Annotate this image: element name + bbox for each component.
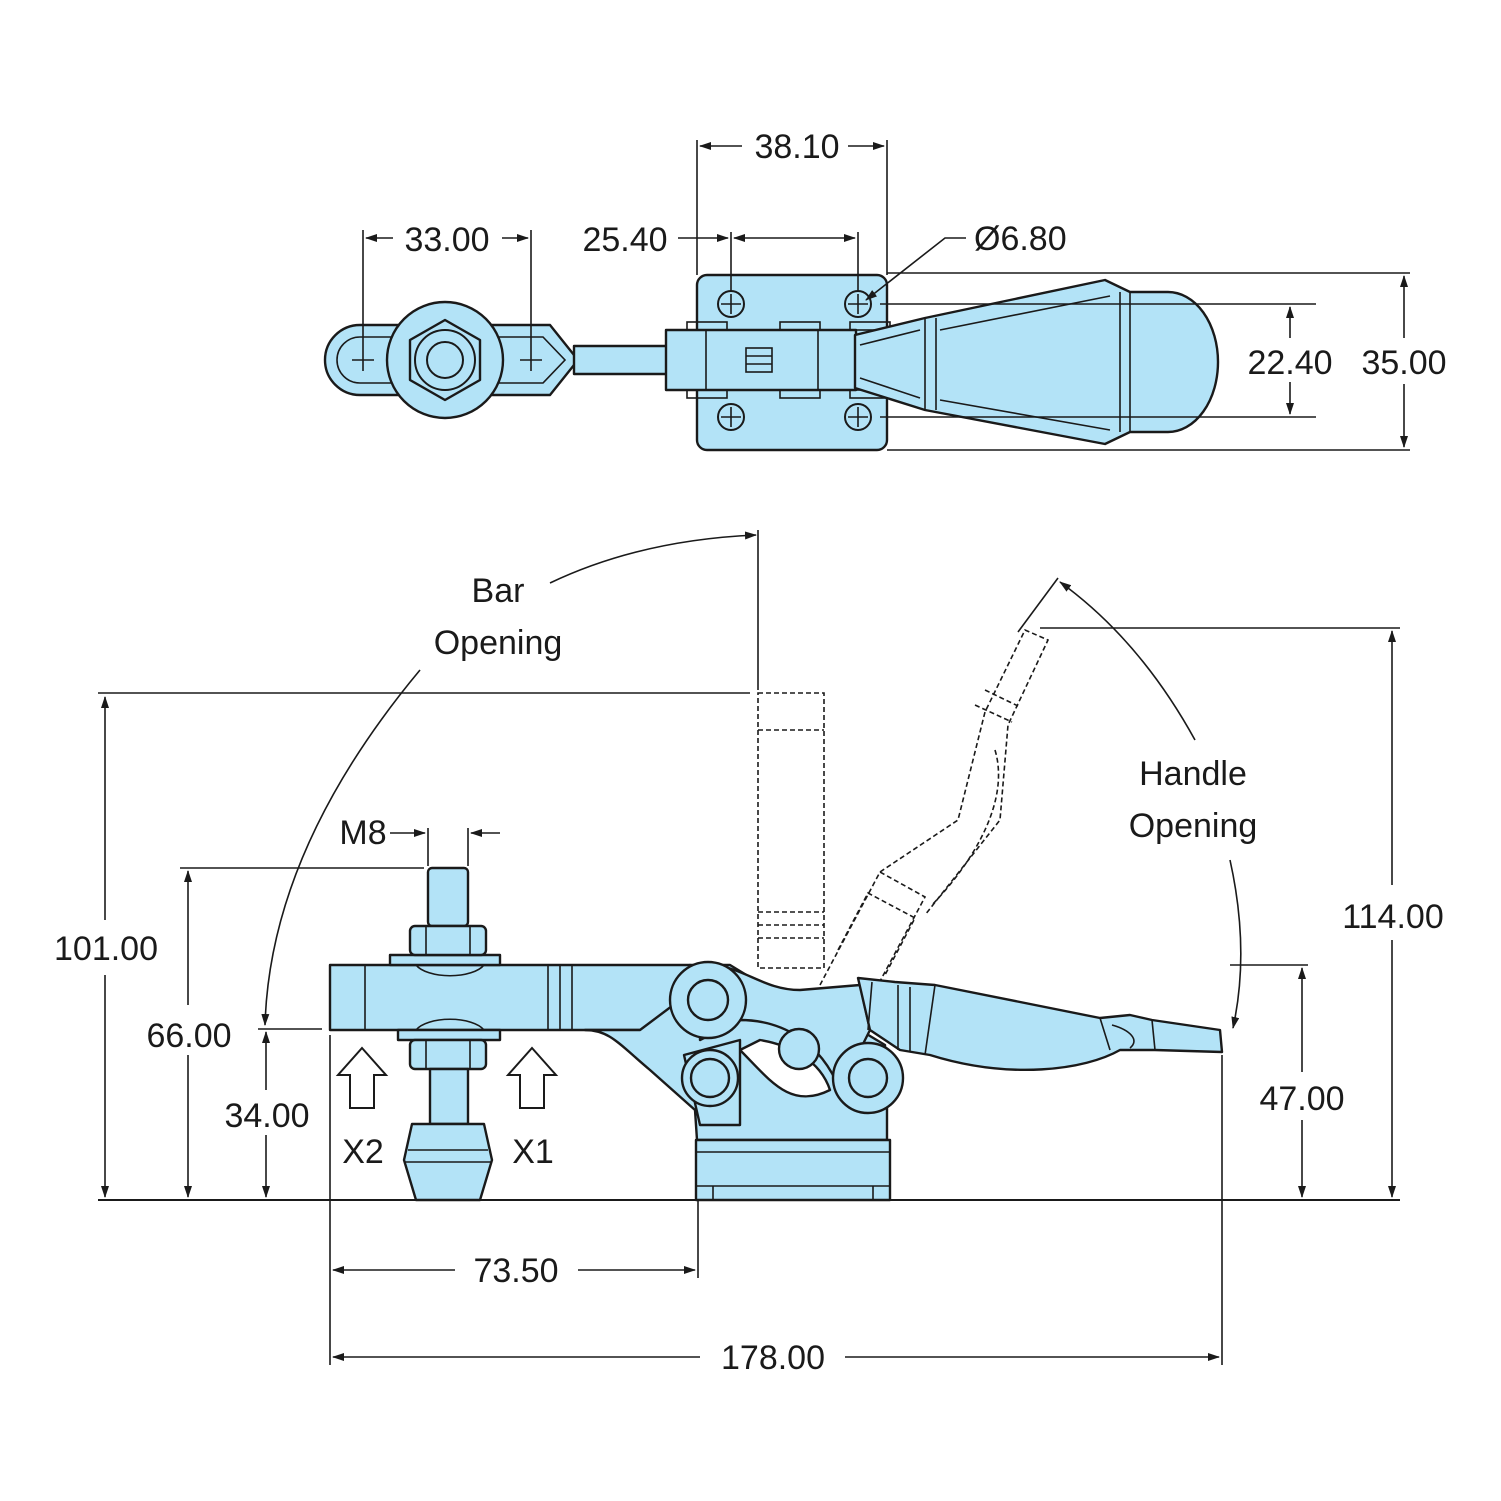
force-label-x2: X2: [342, 1133, 384, 1171]
handle-opening-label-2: Opening: [1129, 807, 1258, 845]
dim-38-10: 38.10: [696, 128, 888, 275]
force-arrow-x1: X1: [505, 1046, 559, 1171]
force-label-x1: X1: [512, 1133, 554, 1171]
dim-22-40: 22.40: [880, 303, 1333, 418]
dim-label: 178.00: [721, 1339, 825, 1377]
top-view: 38.10 25.40 33.00 Ø6.80: [323, 128, 1447, 452]
top-hex-nut: [385, 300, 505, 420]
mounting-hole: [717, 290, 745, 318]
dim-73-50: 73.50: [329, 1035, 699, 1365]
handle-opening-annotation: Handle Opening: [1017, 577, 1258, 1029]
dim-33-00: 33.00: [362, 221, 532, 349]
dim-66-00: 66.00: [146, 867, 424, 1198]
dim-114-00: 114.00: [1040, 627, 1444, 1198]
bar-opening-label-2: Opening: [434, 624, 563, 662]
mounting-hole: [844, 290, 872, 318]
dim-label: 73.50: [473, 1252, 558, 1290]
dim-label: 33.00: [404, 221, 489, 259]
dim-label: 114.00: [1342, 898, 1443, 936]
dim-47-00: 47.00: [1230, 964, 1345, 1198]
dim-178-00: 178.00: [332, 1055, 1223, 1377]
mounting-hole: [717, 403, 745, 431]
dim-101-00: 101.00: [54, 692, 750, 1198]
side-handle-closed: [856, 976, 1224, 1071]
top-base-plate: [664, 273, 891, 452]
handle-opening-label-1: Handle: [1139, 755, 1247, 793]
side-base-body: [583, 960, 905, 1202]
force-arrow-x2: X2: [335, 1046, 389, 1171]
dim-m8: M8: [339, 814, 500, 866]
dim-label: 25.40: [582, 221, 667, 259]
dim-35-00: 35.00: [887, 272, 1447, 451]
dim-hole-diameter: Ø6.80: [865, 220, 1067, 301]
bar-opening-annotation: Bar Opening: [261, 530, 759, 1026]
dim-label: Ø6.80: [974, 220, 1067, 258]
top-handle: [853, 278, 1220, 446]
dim-label: 34.00: [224, 1097, 309, 1135]
side-view: X2 X1: [54, 530, 1444, 1377]
dim-label: 35.00: [1361, 344, 1446, 382]
bar-open-position: [757, 692, 825, 969]
dim-label: 101.00: [54, 930, 158, 968]
side-clamp-arm: [328, 953, 722, 1042]
dim-label: 38.10: [754, 128, 839, 166]
dim-label: M8: [339, 814, 386, 852]
side-spindle: [402, 866, 494, 1202]
mounting-hole: [844, 403, 872, 431]
bar-opening-label-1: Bar: [472, 572, 525, 610]
dim-label: 47.00: [1259, 1080, 1344, 1118]
dim-label: 66.00: [146, 1017, 231, 1055]
dim-25-40: 25.40: [582, 221, 859, 291]
handle-open-position: [819, 628, 1050, 1001]
dim-label: 22.40: [1247, 344, 1332, 382]
dim-34-00: 34.00: [224, 1028, 322, 1198]
